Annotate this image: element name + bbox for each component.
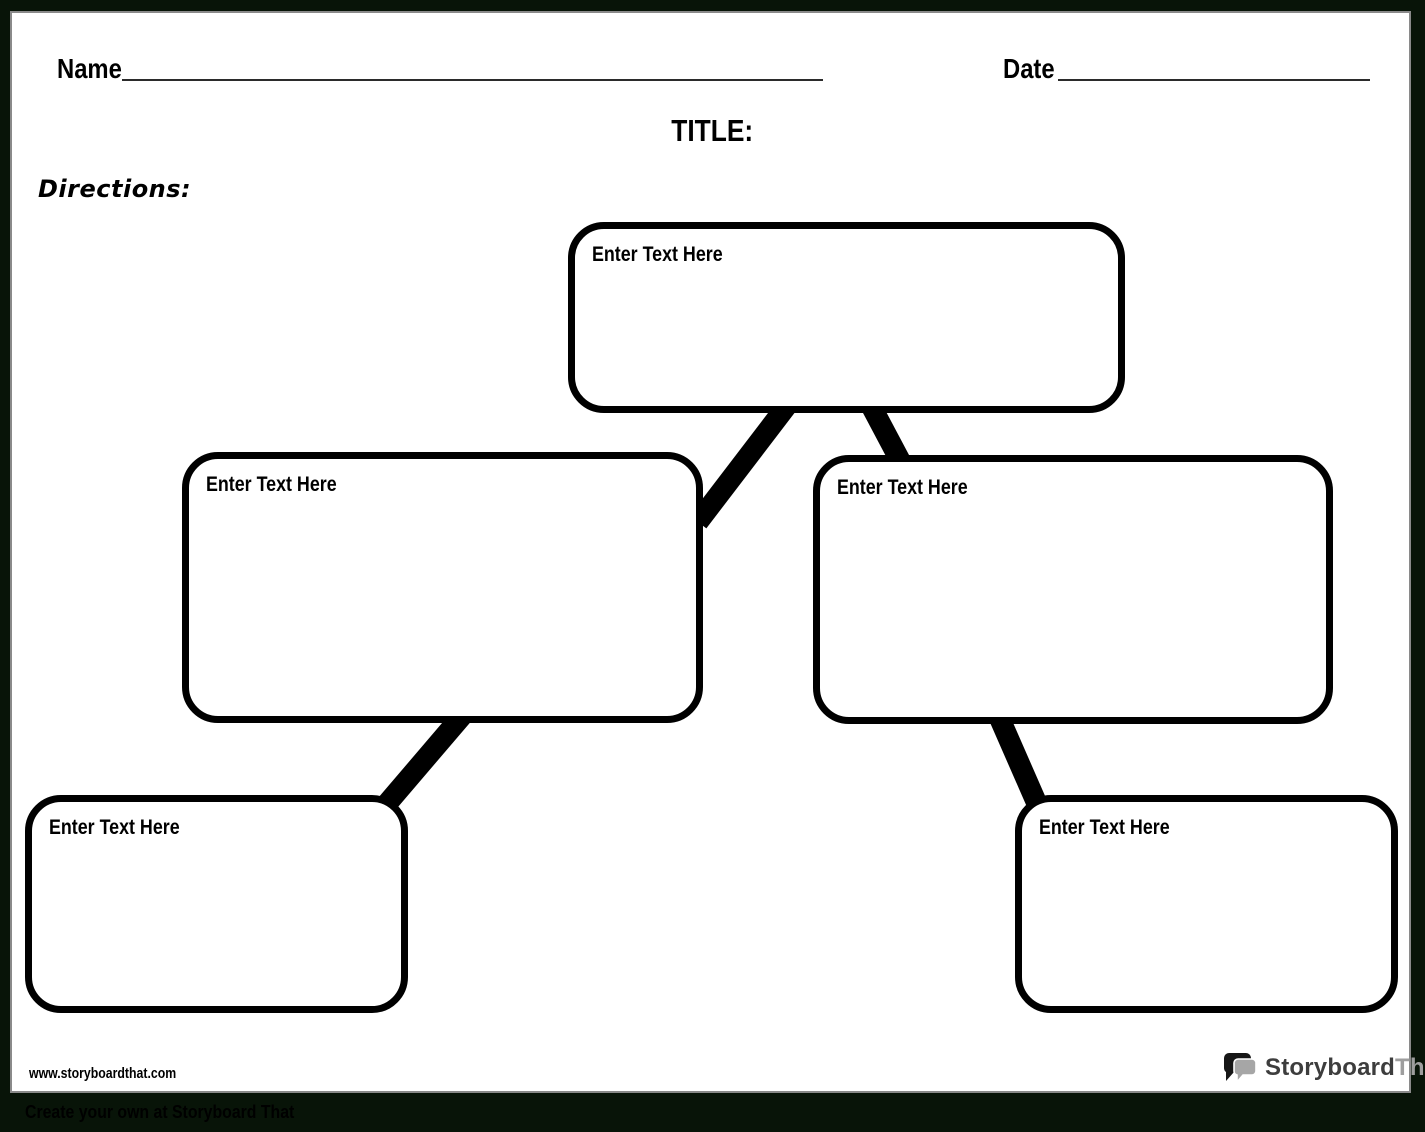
website-url: www.storyboardthat.com	[29, 1065, 177, 1082]
node-bottom-left[interactable]: Enter Text Here	[25, 795, 408, 1013]
watermark-text: Create your own at Storyboard That	[25, 1102, 295, 1122]
node-label: Enter Text Here	[1039, 816, 1170, 839]
node-bottom-right[interactable]: Enter Text Here	[1015, 795, 1398, 1013]
date-input-line[interactable]	[1058, 79, 1370, 81]
directions-label: Directions:	[38, 175, 192, 203]
logo-text-primary: Storyboard	[1265, 1054, 1396, 1081]
date-label: Date	[1003, 53, 1055, 84]
node-label: Enter Text Here	[49, 816, 180, 839]
node-middle-right[interactable]: Enter Text Here	[813, 455, 1333, 724]
logo-text-secondary: That	[1395, 1054, 1425, 1081]
node-top[interactable]: Enter Text Here	[568, 222, 1125, 413]
node-middle-left[interactable]: Enter Text Here	[182, 452, 703, 723]
page-title: TITLE:	[671, 113, 754, 148]
node-label: Enter Text Here	[592, 243, 723, 266]
node-label: Enter Text Here	[206, 473, 337, 496]
speech-bubbles-icon	[1224, 1053, 1257, 1085]
name-input-line[interactable]	[122, 79, 823, 81]
title-row: TITLE:	[0, 113, 1425, 149]
node-label: Enter Text Here	[837, 476, 968, 499]
name-label: Name	[57, 53, 122, 84]
